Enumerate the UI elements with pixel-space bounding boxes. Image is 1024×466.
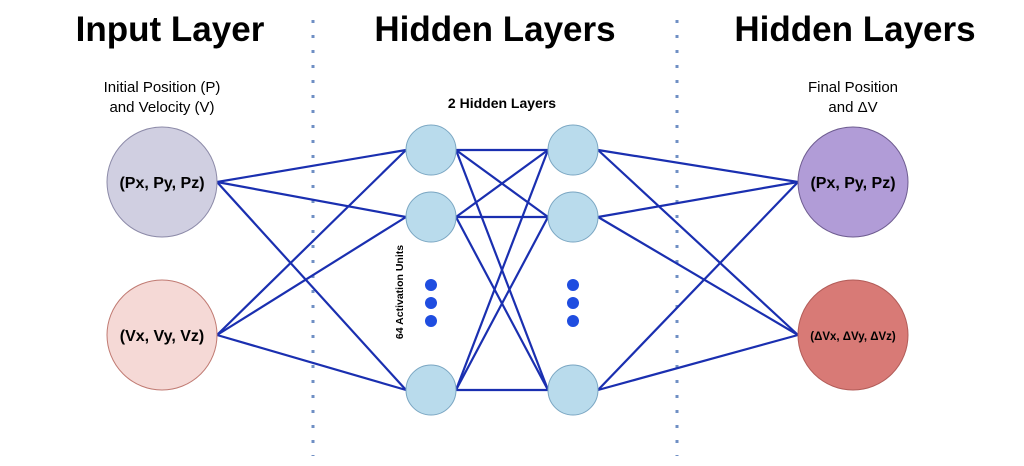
output-node-label: (ΔVx, ΔVy, ΔVz) xyxy=(810,331,896,343)
input-subtitle: Initial Position (P) and Velocity (V) xyxy=(42,78,282,118)
output-node-out-pos xyxy=(797,126,909,238)
output-subtitle-line1: Final Position xyxy=(807,79,899,96)
output-node-out-dv xyxy=(797,279,909,391)
activation-units-label: 64 Activation Units xyxy=(394,245,406,339)
hidden-layer1-node-1 xyxy=(405,124,457,176)
input-node-in-pos xyxy=(106,126,218,238)
output-subtitle: Final Position and ΔV xyxy=(733,78,973,118)
edges xyxy=(216,148,799,392)
output-subtitle-line2: and ΔV xyxy=(828,99,878,116)
edge-h1n3-h2n1 xyxy=(454,149,550,391)
edge-h2n2-output1 xyxy=(597,180,799,219)
edge-h2n2-output2 xyxy=(597,216,799,336)
input-node-in-vel xyxy=(106,279,218,391)
hidden-layer1-ellipsis-dot xyxy=(425,297,437,309)
nodes: (Px, Py, Pz) (Vx, Vy, Vz) (Px, Py, Pz) (ΔVx… xyxy=(106,124,909,416)
input-subtitle-line1: Initial Position (P) xyxy=(103,79,221,96)
edge-h1n3-h2n2 xyxy=(455,216,549,391)
hidden-layer1-ellipsis-dot xyxy=(425,315,437,327)
heading-output-layer: Hidden Layers xyxy=(734,10,976,49)
edge-input1-h1n3 xyxy=(216,181,407,391)
edge-h1n2-h2n1 xyxy=(455,149,549,218)
edge-h2n1-output1 xyxy=(597,148,799,184)
input-node-label: (Px, Py, Pz) xyxy=(119,175,204,192)
hidden-layer2-ellipsis-dot xyxy=(567,279,579,291)
edge-h2n3-output2 xyxy=(597,333,799,392)
hidden-layer1-node-2 xyxy=(405,191,457,243)
edge-input1-h1n2 xyxy=(216,180,407,219)
hidden-layer2-node-3 xyxy=(547,364,599,416)
hidden-layer1-ellipsis-dot xyxy=(425,279,437,291)
output-node-label: (Px, Py, Pz) xyxy=(810,175,895,192)
input-node-label: (Vx, Vy, Vz) xyxy=(120,328,204,345)
heading-hidden-layers: Hidden Layers xyxy=(374,10,616,49)
edge-h2n1-output2 xyxy=(597,149,799,336)
edge-input1-h1n1 xyxy=(216,148,407,184)
hidden-layer1-node-3 xyxy=(405,364,457,416)
edge-input2-h1n2 xyxy=(216,216,407,336)
hidden-subtitle: 2 Hidden Layers xyxy=(447,95,557,111)
edge-input2-h1n3 xyxy=(216,333,407,392)
hidden-layer2-ellipsis-dot xyxy=(567,297,579,309)
hidden-layer2-node-2 xyxy=(547,191,599,243)
edge-input2-h1n1 xyxy=(216,149,407,336)
hidden-layer2-ellipsis-dot xyxy=(567,315,579,327)
input-subtitle-line2: and Velocity (V) xyxy=(109,99,215,116)
heading-input-layer: Input Layer xyxy=(75,10,265,49)
hidden-layer2-node-1 xyxy=(547,124,599,176)
edge-h2n3-output1 xyxy=(597,181,799,391)
